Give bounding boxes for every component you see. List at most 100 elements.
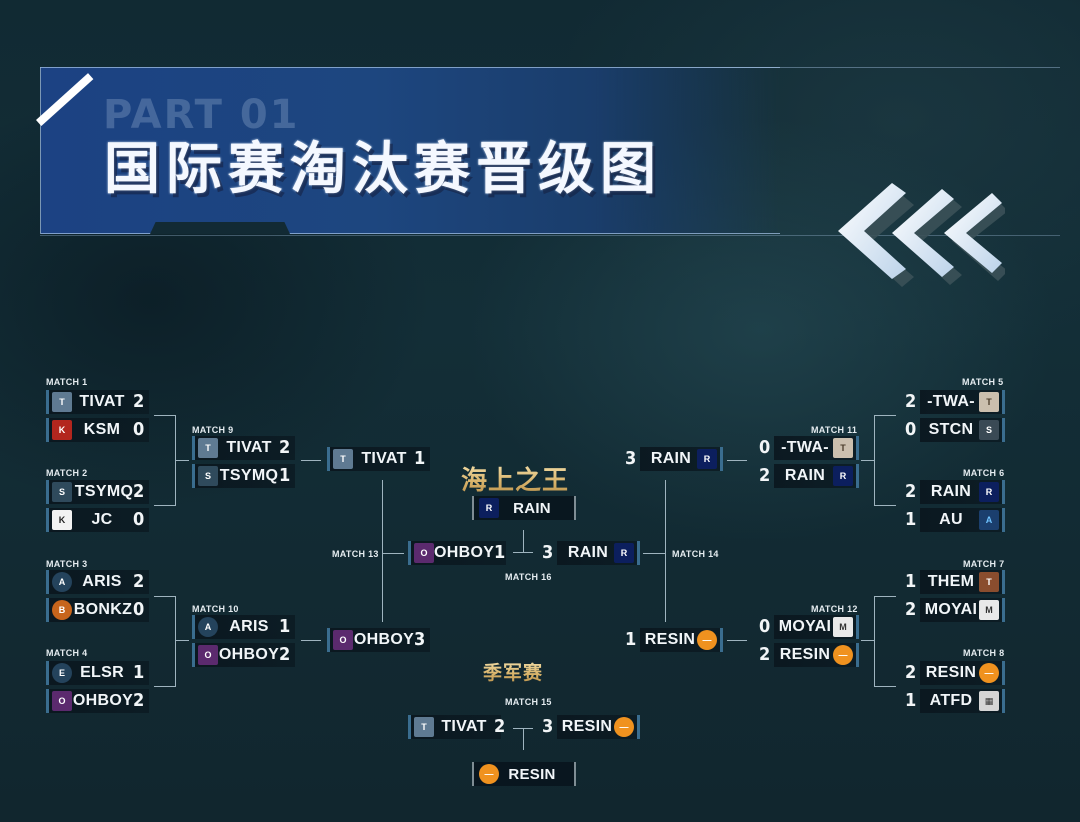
team-slot[interactable]: K KSM bbox=[46, 418, 149, 442]
team-slot[interactable]: -TWA- T bbox=[774, 436, 859, 460]
team-logo-icon: B bbox=[52, 600, 72, 620]
team-slot[interactable]: E ELSR bbox=[46, 661, 149, 685]
team-slot[interactable]: ATFD ▦ bbox=[920, 689, 1005, 713]
third-place-slot[interactable]: — RESIN bbox=[472, 762, 576, 786]
team-slot[interactable]: THEM T bbox=[920, 570, 1005, 594]
team-name: OHBOY bbox=[434, 544, 495, 561]
score: 2 bbox=[494, 716, 506, 737]
team-logo-icon: R bbox=[697, 449, 717, 469]
team-name: RAIN bbox=[513, 499, 551, 517]
bracket-line bbox=[175, 640, 189, 641]
team-slot[interactable]: RESIN — bbox=[920, 661, 1005, 685]
team-slot[interactable]: RESIN — bbox=[774, 643, 859, 667]
team-name: TIVAT bbox=[226, 439, 272, 456]
team-slot[interactable]: S TSYMQ bbox=[192, 464, 295, 488]
team-slot[interactable]: MOYAI M bbox=[774, 615, 859, 639]
team-slot[interactable]: O OHBOY bbox=[46, 689, 149, 713]
score: 2 bbox=[905, 662, 917, 683]
score: 1 bbox=[905, 690, 917, 711]
team-name: OHBOY bbox=[218, 646, 280, 663]
team-slot[interactable]: RAIN R bbox=[640, 447, 723, 471]
team-slot[interactable]: RAIN R bbox=[774, 464, 859, 488]
page-title: 国际赛淘汰赛晋级图 bbox=[104, 137, 662, 202]
team-logo-icon: — bbox=[479, 764, 499, 784]
score: 2 bbox=[759, 465, 771, 486]
team-slot[interactable]: O OHBOY bbox=[408, 541, 506, 565]
bracket-line bbox=[727, 640, 747, 641]
team-slot[interactable]: S TSYMQ bbox=[46, 480, 149, 504]
score: 1 bbox=[133, 662, 145, 683]
score: 2 bbox=[759, 644, 771, 665]
team-slot[interactable]: RAIN R bbox=[920, 480, 1005, 504]
match-label: MATCH 4 bbox=[46, 648, 88, 658]
team-slot[interactable]: O OHBOY bbox=[192, 643, 295, 667]
team-name: RAIN bbox=[567, 544, 609, 561]
team-name: RESIN bbox=[644, 631, 696, 648]
team-name: ARIS bbox=[82, 573, 122, 590]
match-label: MATCH 1 bbox=[46, 377, 88, 387]
team-slot[interactable]: -TWA- T bbox=[920, 390, 1005, 414]
team-name: RAIN bbox=[784, 467, 826, 484]
team-name: ARIS bbox=[229, 618, 269, 635]
team-logo-icon: E bbox=[52, 663, 72, 683]
team-logo-icon: K bbox=[52, 510, 72, 530]
team-slot[interactable]: A ARIS bbox=[192, 615, 295, 639]
team-logo-icon: — bbox=[833, 645, 853, 665]
bracket-line bbox=[665, 480, 666, 622]
banner-notch bbox=[150, 222, 290, 234]
score: 1 bbox=[494, 542, 506, 563]
team-logo-icon: A bbox=[52, 572, 72, 592]
triple-chevron-left-icon bbox=[830, 175, 1008, 300]
team-slot[interactable]: RESIN — bbox=[640, 628, 723, 652]
team-slot[interactable]: MOYAI M bbox=[920, 598, 1005, 622]
score: 3 bbox=[414, 629, 426, 650]
team-slot[interactable]: STCN S bbox=[920, 418, 1005, 442]
team-logo-icon: — bbox=[614, 717, 634, 737]
score: 2 bbox=[133, 690, 145, 711]
team-slot[interactable]: A ARIS bbox=[46, 570, 149, 594]
score: 1 bbox=[279, 616, 291, 637]
team-slot[interactable]: T TIVAT bbox=[327, 447, 430, 471]
bracket-line bbox=[382, 480, 383, 622]
champion-slot[interactable]: R RAIN bbox=[472, 496, 576, 520]
team-slot[interactable]: RESIN — bbox=[557, 715, 640, 739]
bracket-line bbox=[874, 415, 875, 506]
bracket-line bbox=[874, 415, 896, 416]
bracket-line bbox=[643, 553, 665, 554]
team-name: KSM bbox=[83, 421, 121, 438]
score: 2 bbox=[905, 481, 917, 502]
team-name: RESIN bbox=[561, 718, 613, 735]
match-label: MATCH 7 bbox=[963, 559, 1005, 569]
team-name: TSYMQ bbox=[219, 467, 279, 484]
bracket-line bbox=[154, 505, 176, 506]
bracket-line bbox=[301, 640, 321, 641]
match-label: MATCH 6 bbox=[963, 468, 1005, 478]
team-slot[interactable]: T TIVAT bbox=[192, 436, 295, 460]
score: 1 bbox=[625, 629, 637, 650]
bracket-line bbox=[513, 552, 533, 553]
match-label: MATCH 12 bbox=[811, 604, 858, 614]
team-logo-icon: O bbox=[333, 630, 353, 650]
team-logo-icon: S bbox=[198, 466, 218, 486]
team-slot[interactable]: T TIVAT bbox=[46, 390, 149, 414]
team-logo-icon: — bbox=[697, 630, 717, 650]
score: 0 bbox=[905, 419, 917, 440]
team-logo-icon: R bbox=[614, 543, 634, 563]
third-place-title: 季军赛 bbox=[483, 658, 543, 685]
team-slot[interactable]: K JC bbox=[46, 508, 149, 532]
team-slot[interactable]: AU A bbox=[920, 508, 1005, 532]
match-label: MATCH 9 bbox=[192, 425, 234, 435]
bracket-line bbox=[874, 505, 896, 506]
team-logo-icon: T bbox=[979, 392, 999, 412]
team-logo-icon: A bbox=[979, 510, 999, 530]
bracket-line bbox=[523, 530, 524, 552]
team-name: RESIN bbox=[508, 765, 556, 783]
team-slot[interactable]: B BONKZ bbox=[46, 598, 149, 622]
score: 1 bbox=[905, 571, 917, 592]
team-slot[interactable]: T TIVAT bbox=[408, 715, 501, 739]
team-name: TIVAT bbox=[361, 450, 407, 467]
team-slot[interactable]: RAIN R bbox=[557, 541, 640, 565]
team-slot[interactable]: O OHBOY bbox=[327, 628, 430, 652]
team-logo-icon: O bbox=[414, 543, 434, 563]
score: 2 bbox=[905, 391, 917, 412]
